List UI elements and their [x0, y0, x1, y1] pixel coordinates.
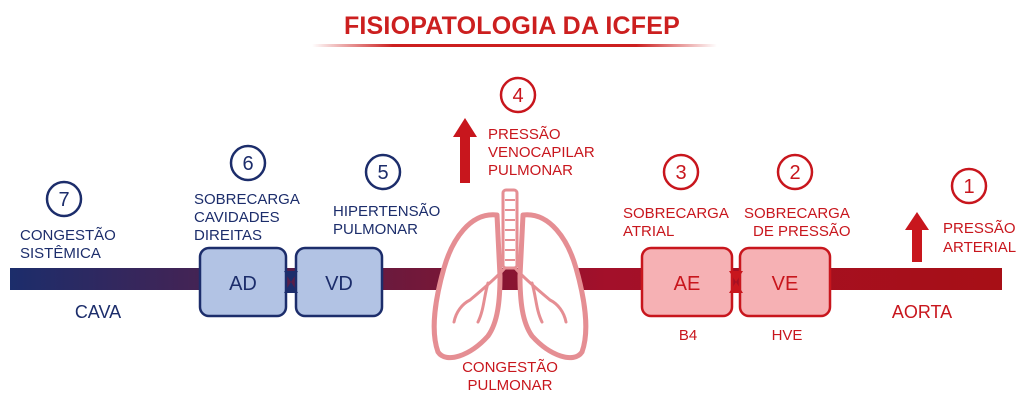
step-6-line3: DIREITAS [194, 227, 262, 244]
step-7-line1: CONGESTÃO [20, 227, 116, 244]
left-ventricle-box: VE [738, 246, 832, 318]
left-atrium-box: AE [640, 246, 734, 318]
step-7-line2: SISTÊMICA [20, 245, 101, 262]
step-2-line1: SOBRECARGA [744, 205, 850, 222]
step-6-number: 6 [242, 153, 253, 175]
vd-label: VD [325, 273, 353, 295]
step-5-line1: HIPERTENSÃO [333, 203, 440, 220]
step-4-line3: PULMONAR [488, 162, 573, 179]
ve-label: VE [772, 273, 799, 295]
step-3-line2: ATRIAL [623, 223, 674, 240]
step-5: 5 HIPERTENSÃO PULMONAR [333, 153, 440, 238]
lungs-icon [431, 188, 589, 361]
step-1: 1 PRESSÃO ARTERIAL [905, 167, 1016, 262]
step-6-badge [229, 144, 267, 182]
arrow-up-icon [905, 212, 929, 262]
mitral-valve-icon [729, 271, 743, 293]
title-underline [312, 44, 717, 47]
flow-bar [10, 268, 1002, 290]
step-3-number: 3 [675, 162, 686, 184]
step-2-number: 2 [789, 162, 800, 184]
right-atrium-box: AD [198, 246, 288, 318]
step-4-badge [499, 76, 537, 114]
lungs-caption-line2: PULMONAR [467, 377, 552, 394]
aorta-label: AORTA [892, 302, 952, 322]
step-5-badge [364, 153, 402, 191]
step-7-badge [45, 180, 83, 218]
step-6-line1: SOBRECARGA [194, 191, 300, 208]
step-3-badge [662, 153, 700, 191]
step-2-badge [776, 153, 814, 191]
hve-note: HVE [772, 327, 803, 344]
step-2: 2 SOBRECARGA DE PRESSÃO [744, 153, 851, 240]
cava-label: CAVA [75, 302, 121, 322]
step-4-line2: VENOCAPILAR [488, 144, 595, 161]
step-6-line2: CAVIDADES [194, 209, 280, 226]
step-7: 7 CONGESTÃO SISTÊMICA [20, 180, 116, 262]
step-5-number: 5 [377, 162, 388, 184]
step-1-badge [950, 167, 988, 205]
right-ventricle-box: VD [294, 246, 384, 318]
step-2-line2: DE PRESSÃO [753, 223, 851, 240]
lungs-caption-line1: CONGESTÃO [462, 359, 558, 376]
arrow-up-icon [453, 118, 477, 183]
ae-label: AE [674, 273, 701, 295]
step-4: 4 PRESSÃO VENOCAPILAR PULMONAR [453, 76, 595, 183]
step-4-line1: PRESSÃO [488, 126, 561, 143]
step-1-line2: ARTERIAL [943, 239, 1016, 256]
step-1-number: 1 [963, 176, 974, 198]
page-title: FISIOPATOLOGIA DA ICFEP [344, 12, 680, 40]
step-5-line2: PULMONAR [333, 221, 418, 238]
step-6: 6 SOBRECARGA CAVIDADES DIREITAS [194, 144, 300, 244]
b4-note: B4 [679, 327, 697, 344]
step-7-number: 7 [58, 189, 69, 211]
step-4-number: 4 [512, 85, 523, 107]
step-3-line1: SOBRECARGA [623, 205, 729, 222]
step-3: 3 SOBRECARGA ATRIAL [623, 153, 729, 240]
tricuspid-valve-icon [284, 271, 298, 293]
step-1-line1: PRESSÃO [943, 220, 1016, 237]
ad-label: AD [229, 273, 257, 295]
